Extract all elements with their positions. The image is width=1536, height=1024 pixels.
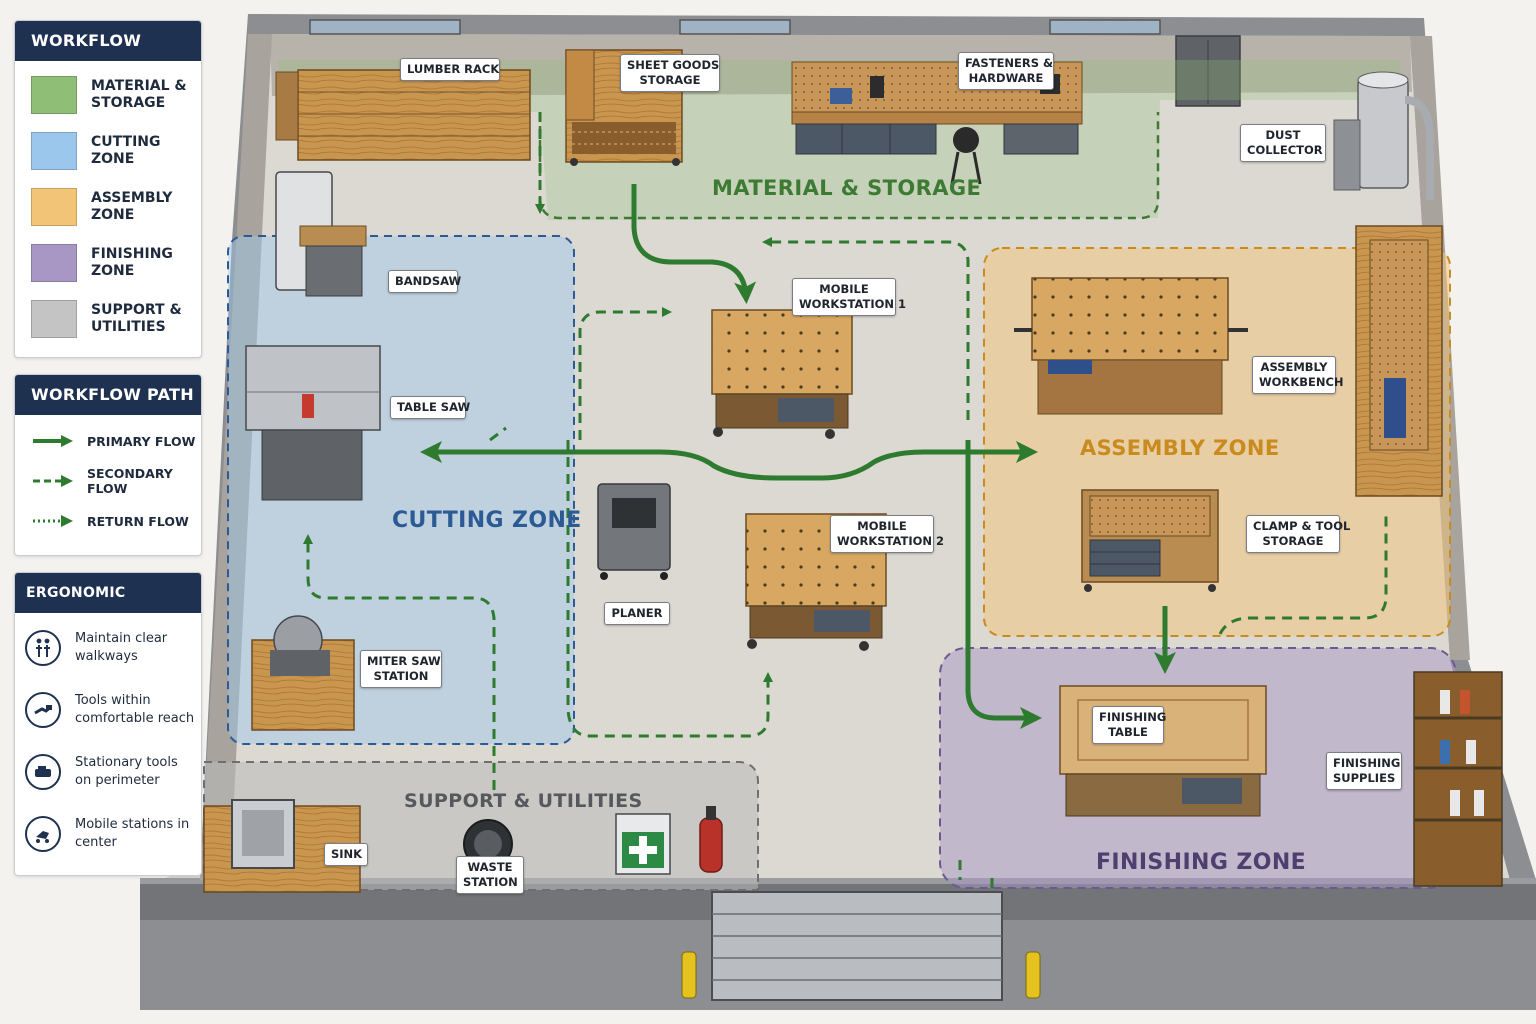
bandsaw: [275, 171, 367, 297]
legend-zone-finishing: FINISHING ZONE: [15, 235, 201, 291]
assembly-workbench: [1014, 277, 1248, 415]
legend-workflow-path: WORKFLOW PATH PRIMARY FLOW SECONDARY FLO…: [14, 374, 202, 556]
wall-tool-shelf: [1355, 225, 1443, 497]
legend-flow-title: WORKFLOW PATH: [15, 375, 201, 415]
zone-title-cutting: CUTTING ZONE: [392, 508, 582, 533]
people-walkway-icon: [25, 630, 61, 666]
callout-bandsaw: BANDSAW: [388, 270, 461, 293]
callout-sink: SINK: [324, 843, 368, 866]
legend-zone-label: CUTTING ZONE: [91, 134, 161, 167]
legend-flow-label: PRIMARY FLOW: [87, 433, 196, 449]
mobile-workstation-1: [711, 309, 853, 439]
callout-fasteners: FASTENERS &HARDWARE: [958, 52, 1054, 90]
secondary-flow-arrow-icon: [33, 475, 73, 487]
zone-title-material: MATERIAL & STORAGE: [712, 176, 982, 200]
legend-flow-label: SECONDARY FLOW: [87, 466, 173, 496]
legend-zone-label: MATERIAL & STORAGE: [91, 78, 187, 111]
legend-zone-material: MATERIAL & STORAGE: [15, 67, 201, 123]
primary-flow-paths: [420, 184, 1176, 729]
zone-title-finishing: FINISHING ZONE: [1096, 850, 1307, 875]
legend-flow-label: RETURN FLOW: [87, 513, 189, 529]
legend-secondary-flow: SECONDARY FLOW: [15, 461, 201, 501]
stationary-tool-icon: [25, 754, 61, 790]
ergonomic-item-reach: Tools within comfortable reach: [15, 679, 201, 741]
mobile-station-icon: [25, 816, 61, 852]
zone-title-support: SUPPORT & UTILITIES: [404, 790, 643, 812]
swatch-support: [31, 300, 77, 338]
sheet-goods-storage: [565, 49, 683, 166]
finishing-supplies-rack: [1413, 671, 1503, 887]
first-aid-kit: [615, 813, 671, 875]
legend-primary-flow: PRIMARY FLOW: [15, 421, 201, 461]
legend-ergonomics-title: ERGONOMIC PRINCIPLES: [15, 573, 201, 641]
legend-ergonomic-principles: ERGONOMIC PRINCIPLES Maintain clear walk…: [14, 572, 202, 876]
tool-reach-icon: [25, 692, 61, 728]
ergonomic-label: Maintain clear walkways: [75, 631, 168, 664]
zone-title-assembly: ASSEMBLY ZONE: [1080, 436, 1280, 460]
ergonomic-item-mobile: Mobile stations in center: [15, 803, 201, 865]
planer: [597, 483, 671, 580]
ergonomic-label: Mobile stations in center: [75, 817, 190, 850]
legend-zone-cutting: CUTTING ZONE: [15, 123, 201, 179]
legend-zone-support: SUPPORT & UTILITIES: [15, 291, 201, 347]
clamp-tool-storage: [1081, 489, 1219, 592]
callout-planer: PLANER: [604, 602, 670, 625]
callout-lumber-rack: LUMBER RACK: [400, 58, 500, 81]
legend-return-flow: RETURN FLOW: [15, 501, 201, 541]
table-saw: [245, 345, 381, 501]
legend-zone-label: ASSEMBLY ZONE: [91, 190, 173, 223]
ergonomic-item-walkways: Maintain clear walkways: [15, 617, 201, 679]
lumber-rack: [275, 69, 531, 161]
primary-flow-arrow-icon: [33, 435, 73, 447]
swatch-material: [31, 76, 77, 114]
swatch-finishing: [31, 244, 77, 282]
legend-zone-label: SUPPORT & UTILITIES: [91, 302, 182, 335]
legend-zone-assembly: ASSEMBLY ZONE: [15, 179, 201, 235]
ergonomic-label: Tools within comfortable reach: [75, 693, 195, 726]
ergonomic-item-stationary: Stationary tools on perimeter: [15, 741, 201, 803]
secondary-flow-paths: [303, 112, 1388, 890]
legend-zone-label: FINISHING ZONE: [91, 246, 173, 279]
dust-collector: [1333, 71, 1434, 200]
finishing-table: [1059, 685, 1267, 817]
fire-extinguisher: [699, 806, 723, 873]
swatch-assembly: [31, 188, 77, 226]
mobile-workstation-2: [745, 513, 887, 651]
swatch-cutting: [31, 132, 77, 170]
callout-table-saw: TABLE SAW: [390, 396, 470, 419]
sink: [203, 799, 361, 893]
ergonomic-label: Stationary tools on perimeter: [75, 755, 178, 788]
return-flow-arrow-icon: [33, 515, 73, 527]
miter-saw-station: [251, 615, 355, 731]
